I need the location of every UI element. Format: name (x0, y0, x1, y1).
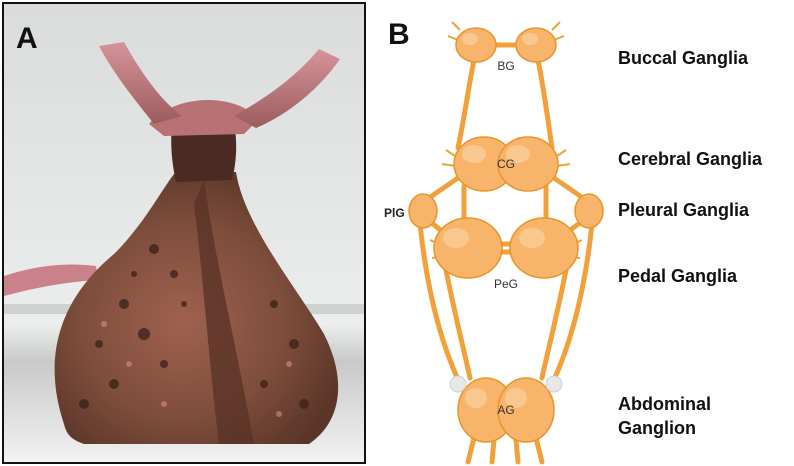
node-label-bg: BG (497, 59, 514, 73)
pedal-ganglion-left (434, 218, 502, 278)
abdominal-connector-right (546, 376, 562, 392)
panel-a-letter: A (16, 22, 38, 56)
label-buccal-ganglia: Buccal Ganglia (618, 47, 748, 69)
buccal-ganglion-left (456, 28, 496, 62)
nervous-system-diagram: BG CG PeG AG PlG (366, 0, 606, 466)
pleural-ganglion-right (575, 194, 603, 228)
label-pedal-ganglia: Pedal Ganglia (618, 265, 737, 287)
node-label-cg: CG (497, 157, 515, 171)
label-pleural-ganglia: Pleural Ganglia (618, 199, 749, 221)
node-label-plg: PlG (384, 206, 405, 220)
photo-panel: A (2, 2, 366, 464)
node-label-peg: PeG (494, 277, 518, 291)
ganglia (409, 28, 603, 442)
pleural-ganglion-left (409, 194, 437, 228)
ganglia-diagram-panel: B (366, 0, 794, 466)
label-cerebral-ganglia: Cerebral Ganglia (618, 148, 762, 170)
node-label-ag: AG (497, 403, 514, 417)
label-abdominal-line1: Abdominal (618, 393, 711, 415)
label-abdominal-line2: Ganglion (618, 417, 696, 439)
abdominal-connector-left (450, 376, 466, 392)
aplysia-photo (4, 4, 364, 462)
buccal-ganglion-right (516, 28, 556, 62)
pedal-ganglion-right (510, 218, 578, 278)
